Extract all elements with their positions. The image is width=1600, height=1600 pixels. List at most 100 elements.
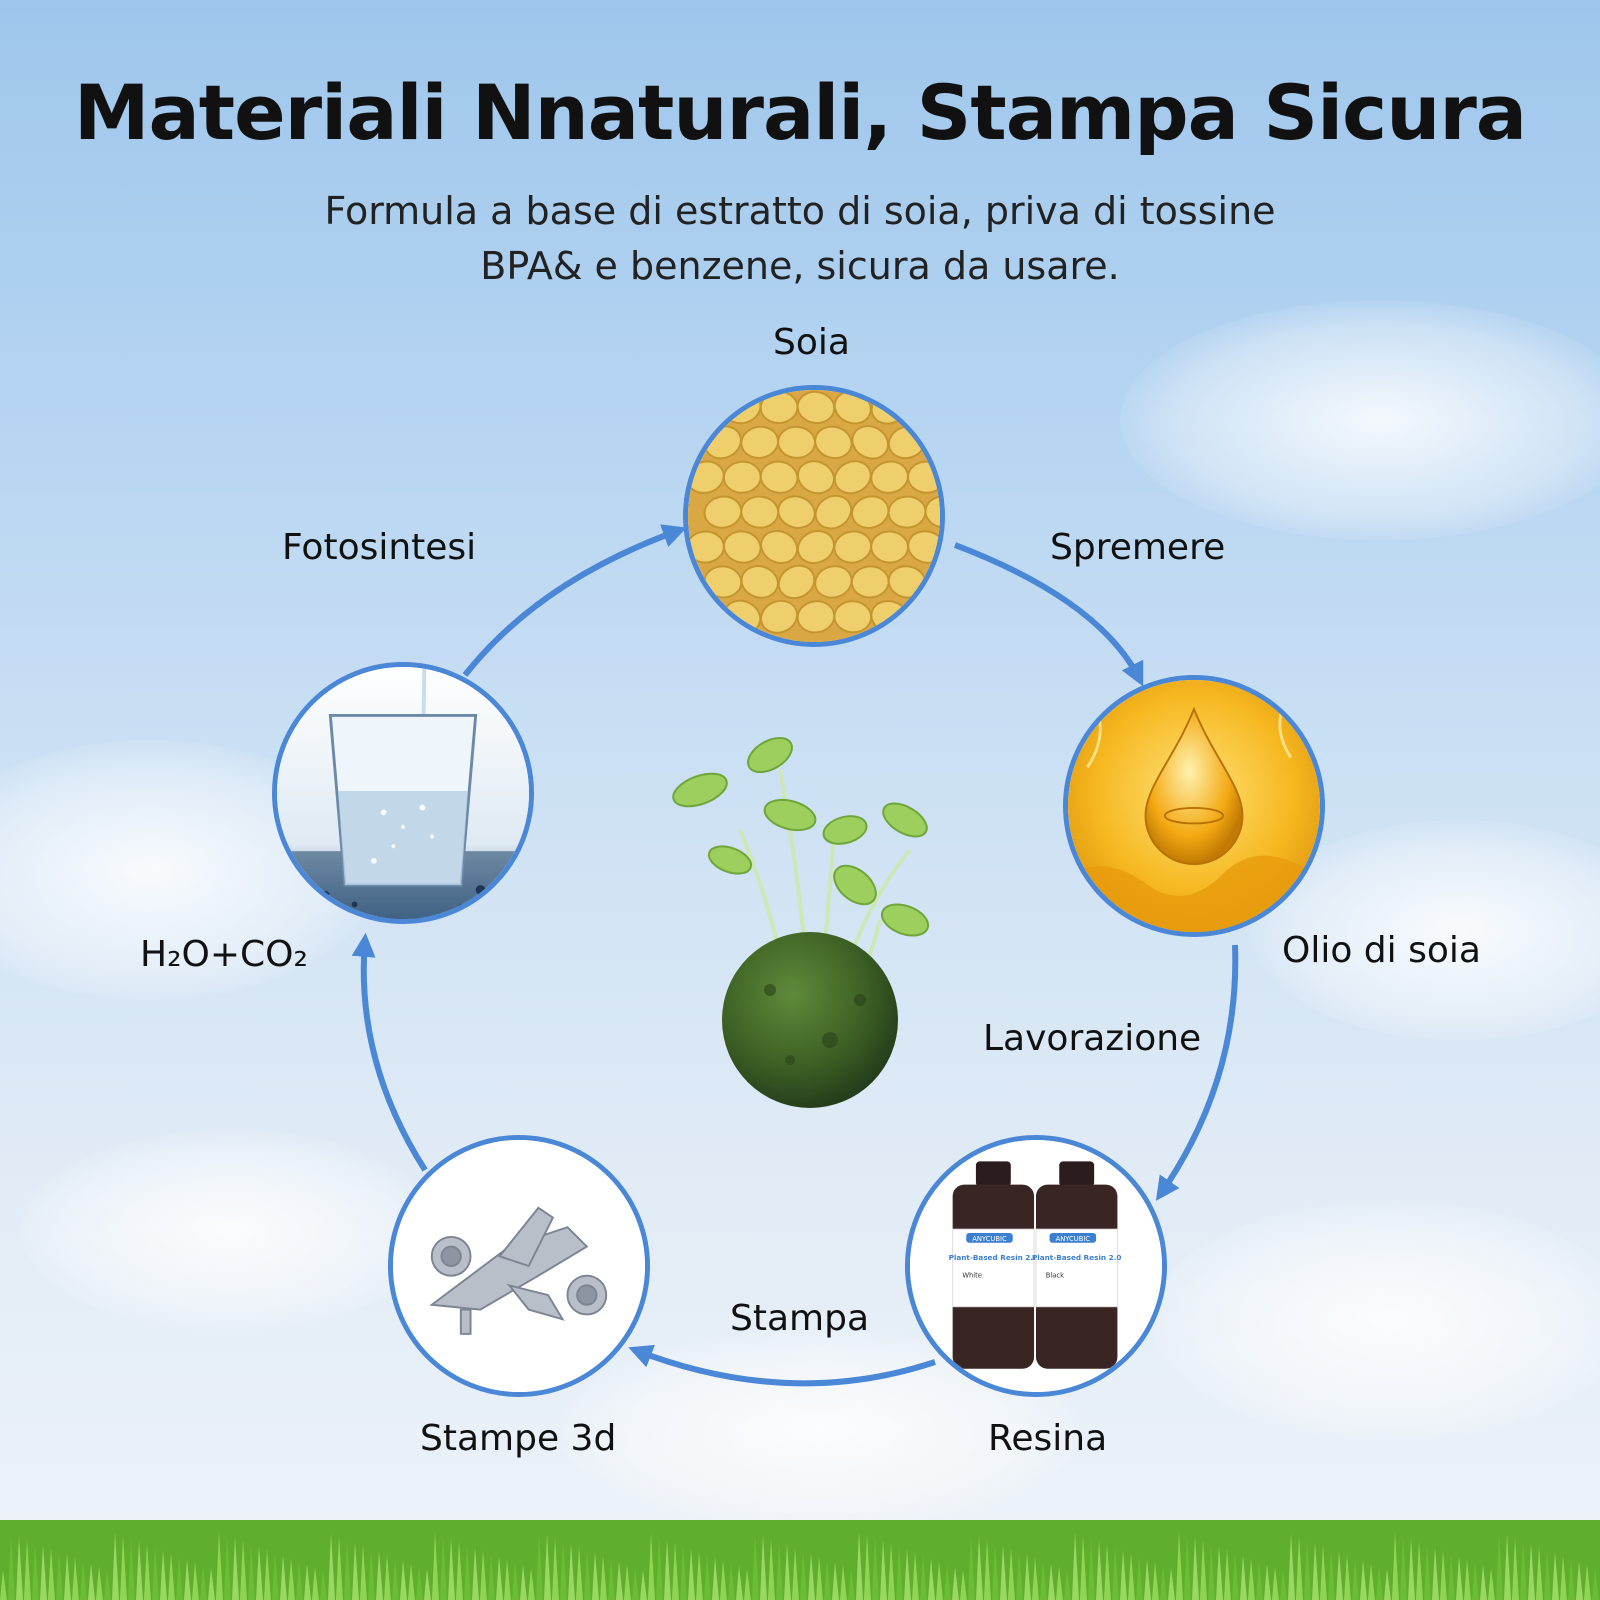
subtitle-line-1: Formula a base di estratto di soia, priv… xyxy=(324,189,1276,233)
grass-blade xyxy=(208,1568,215,1600)
arrow-acqua-to-soia xyxy=(462,524,687,677)
label-edge-spremere: Spremere xyxy=(1050,527,1226,568)
grass-blade xyxy=(640,1570,647,1600)
grass-blade xyxy=(1112,1547,1119,1600)
grass-blade xyxy=(312,1567,319,1600)
grass-blade xyxy=(1312,1542,1319,1600)
grass-blade xyxy=(856,1531,863,1600)
oil-drop-image xyxy=(1068,680,1320,932)
cloud xyxy=(1150,1200,1600,1440)
grass-blade xyxy=(1552,1552,1559,1600)
subtitle-line-2: BPA& e benzene, sicura da usare. xyxy=(480,244,1120,288)
grass-blade xyxy=(968,1533,975,1600)
grass-blade xyxy=(16,1536,23,1600)
grass-blade xyxy=(96,1566,103,1600)
grass-blade xyxy=(272,1552,279,1600)
grass-blade xyxy=(40,1545,47,1600)
grass-blade xyxy=(1208,1543,1215,1600)
grass-blade xyxy=(880,1540,887,1600)
grass-blade xyxy=(232,1537,239,1600)
water-glass-image xyxy=(277,667,529,919)
grass-blade xyxy=(944,1564,951,1600)
label-edge-stampa: Stampa xyxy=(730,1298,870,1339)
label-node-soia: Soia xyxy=(773,322,850,363)
node-soia xyxy=(683,385,945,647)
node-stampe xyxy=(388,1135,650,1397)
grass-blade xyxy=(824,1559,831,1600)
sprout-moss-ball-image xyxy=(672,736,930,1108)
grass-blade xyxy=(1536,1546,1543,1600)
grass-blade xyxy=(160,1550,167,1600)
arrow-olio-to-resina xyxy=(1155,944,1239,1201)
grass-blade xyxy=(32,1542,39,1600)
soybean xyxy=(760,599,799,634)
bottle-white-brand: ANYCUBIC xyxy=(972,1235,1007,1243)
node-resina: ANYCUBIC Plant-Based Resin 2.0 White ANY… xyxy=(905,1135,1167,1397)
label-node-acqua: H₂O+CO₂ xyxy=(140,934,308,975)
grass-blade xyxy=(584,1549,591,1600)
grass-blade xyxy=(456,1541,463,1600)
grass-blade xyxy=(1344,1554,1351,1600)
soybean xyxy=(777,495,816,529)
bottle-black-product: Plant-Based Resin 2.0 xyxy=(1032,1253,1122,1262)
grass-blade xyxy=(536,1531,543,1600)
grass-blade xyxy=(872,1537,879,1600)
grass-blade xyxy=(248,1543,255,1600)
grass-blade xyxy=(24,1539,31,1600)
grass-blade xyxy=(256,1546,263,1600)
grass-blade xyxy=(1256,1561,1263,1600)
grass-blade xyxy=(1432,1547,1439,1600)
grass-blade xyxy=(1576,1561,1583,1600)
grass-blade xyxy=(984,1539,991,1600)
grass-blade xyxy=(104,1569,111,1600)
grass-blade xyxy=(816,1556,823,1600)
bottle-black-color: Black xyxy=(1046,1272,1064,1280)
grass-blade xyxy=(1512,1537,1519,1600)
grass-blade xyxy=(1544,1549,1551,1600)
grass-blade xyxy=(1376,1566,1383,1600)
grass-blade xyxy=(8,1533,15,1600)
grass-blade xyxy=(744,1569,751,1600)
grass-blade xyxy=(240,1540,247,1600)
grass-blade xyxy=(144,1544,151,1600)
grass-blade xyxy=(1320,1545,1327,1600)
grass-blade xyxy=(168,1553,175,1600)
grass-blade xyxy=(1440,1550,1447,1600)
soybean xyxy=(796,390,836,425)
grass-blade xyxy=(384,1554,391,1600)
grass-blade xyxy=(1192,1537,1199,1600)
soybean xyxy=(833,460,872,495)
grass-blade xyxy=(648,1533,655,1600)
grass-blade xyxy=(1480,1565,1487,1600)
grass-blade xyxy=(440,1535,447,1600)
grass-blade xyxy=(552,1537,559,1600)
grass-blade xyxy=(568,1543,575,1600)
page-subtitle: Formula a base di estratto di soia, priv… xyxy=(200,184,1400,294)
grass-blade xyxy=(960,1570,967,1600)
grass-blade xyxy=(544,1534,551,1600)
grass-blade xyxy=(1216,1546,1223,1600)
grass-blade xyxy=(88,1563,95,1600)
grass-blade xyxy=(1088,1538,1095,1600)
grass-blade xyxy=(1072,1532,1079,1600)
grass-blade xyxy=(128,1538,135,1600)
grass-blade xyxy=(784,1544,791,1600)
grass-blade xyxy=(904,1549,911,1600)
soybean xyxy=(850,565,890,599)
grass-blade xyxy=(1200,1540,1207,1600)
grass-blade xyxy=(192,1562,199,1600)
grass-blade xyxy=(1024,1554,1031,1600)
grass-blade xyxy=(1304,1539,1311,1600)
grass-blade xyxy=(1264,1564,1271,1600)
soybean xyxy=(760,530,799,565)
grass-blade xyxy=(1224,1549,1231,1600)
grass-blade xyxy=(704,1554,711,1600)
grass-blade xyxy=(184,1559,191,1600)
arrow-stampe-to-acqua xyxy=(351,932,428,1172)
cloud xyxy=(1120,300,1600,540)
grass-blade xyxy=(1136,1556,1143,1600)
grass-blade xyxy=(1240,1555,1247,1600)
grass-blade xyxy=(608,1558,615,1600)
grass-blade xyxy=(352,1542,359,1600)
label-node-resina: Resina xyxy=(988,1418,1108,1459)
